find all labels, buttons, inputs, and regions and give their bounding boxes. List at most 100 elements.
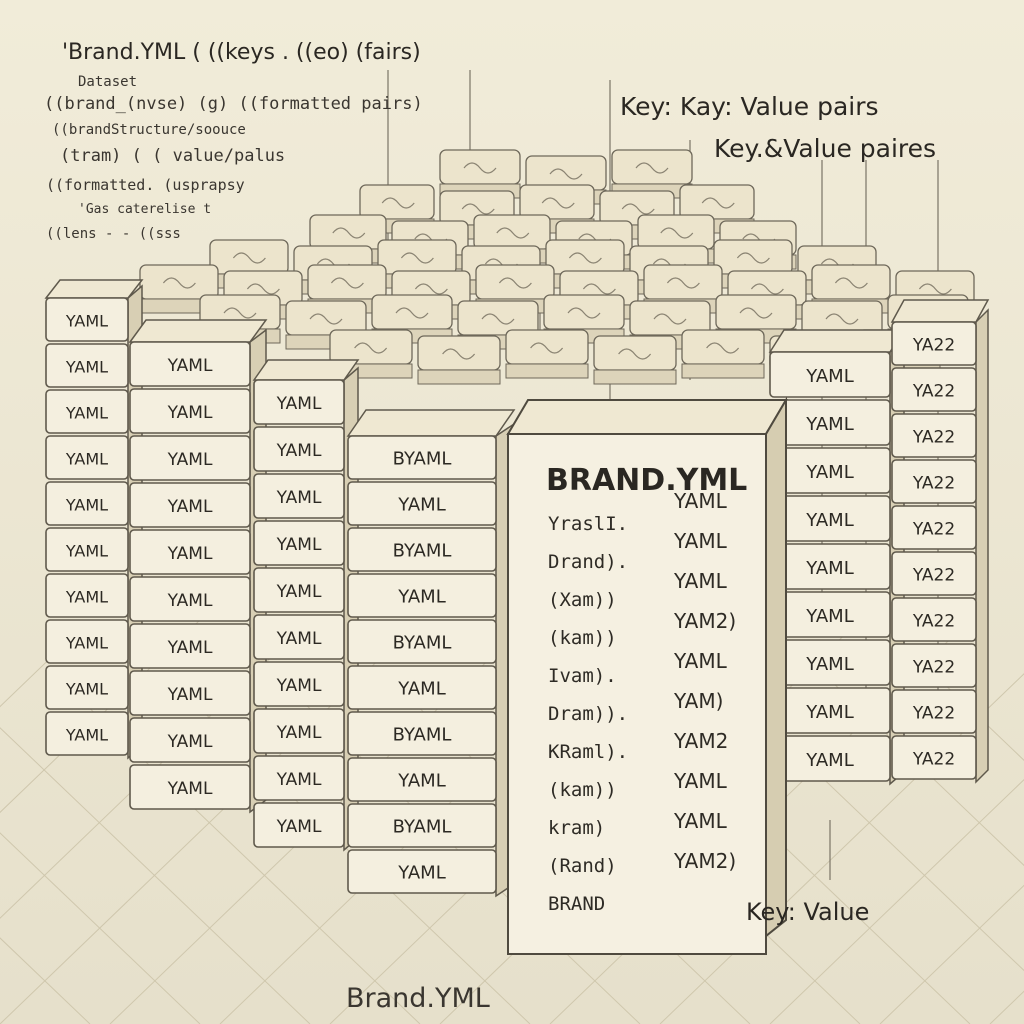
callout-key-value-pairs: Key: Kay: Value pairs <box>620 92 879 121</box>
block-label: YAML <box>167 544 213 564</box>
yaml-block <box>347 435 497 480</box>
yaml-block <box>891 689 977 734</box>
block-label: YAML <box>805 462 853 483</box>
yaml-block <box>347 849 497 894</box>
yaml-block <box>45 527 129 572</box>
yaml-block <box>347 803 497 848</box>
block-label: YA22 <box>912 382 955 402</box>
block-label: YA22 <box>912 336 955 356</box>
block-label: YAML <box>276 629 322 649</box>
brand-yml-front-block: BRAND.YMLYraslI.Drand).(Xam))(kam))Ivam)… <box>506 396 788 955</box>
yaml-block <box>45 297 129 342</box>
block-label: YAML <box>65 634 108 653</box>
block-label: YA22 <box>912 612 955 632</box>
block-label: YAML <box>65 450 108 469</box>
block-label: YAML <box>805 654 853 675</box>
front-left-entry: Ivam). <box>548 665 617 687</box>
background-block <box>139 264 219 314</box>
block-label: YAML <box>805 366 853 387</box>
callout-key-value-paires: Key.&Value paires <box>714 134 937 163</box>
yaml-block <box>891 505 977 550</box>
yaml-block <box>253 567 345 613</box>
yaml-block <box>129 764 251 810</box>
yaml-block <box>129 341 251 387</box>
yaml-block <box>347 573 497 618</box>
caption-brand-yml: Brand.YML <box>346 983 490 1014</box>
yaml-block <box>253 520 345 566</box>
front-left-entry: (Rand) <box>548 855 617 877</box>
block-label: YAML <box>276 723 322 743</box>
yaml-block <box>45 665 129 710</box>
front-left-entry: YraslI. <box>548 513 628 535</box>
yaml-block <box>347 757 497 802</box>
front-right-entry: YAML <box>673 529 728 553</box>
note-line: ((brand_(nvse) (g) ((formatted pairs) <box>44 94 423 114</box>
block-label: YAML <box>65 496 108 515</box>
block-label: YA22 <box>912 658 955 678</box>
background-block <box>593 335 677 385</box>
yaml-block <box>45 389 129 434</box>
block-label: YAML <box>65 680 108 699</box>
front-right-entry: YAM2 <box>673 729 728 753</box>
block-label: YAML <box>276 488 322 508</box>
front-right-entry: YAML <box>673 769 728 793</box>
block-stack: BYAMLYAMLBYAMLYAMLBYAMLYAMLBYAMLYAMLBYAM… <box>346 409 516 898</box>
yaml-block <box>253 614 345 660</box>
block-label: YAML <box>397 771 445 792</box>
block-label: YAML <box>397 495 445 516</box>
block-label: YAML <box>167 450 213 470</box>
front-right-entry: YAM2) <box>673 609 736 633</box>
yaml-block <box>45 573 129 618</box>
floor-line <box>769 778 1024 1024</box>
yaml-block <box>347 711 497 756</box>
yaml-block <box>129 529 251 575</box>
yaml-block <box>891 413 977 458</box>
yaml-block <box>347 527 497 572</box>
block-label: YAML <box>805 702 853 723</box>
block-label: YAML <box>805 510 853 531</box>
front-left-entry: (Xam)) <box>548 589 617 611</box>
block-label: BYAML <box>393 449 452 470</box>
yaml-block <box>253 426 345 472</box>
background-block <box>681 329 765 379</box>
yaml-block <box>129 388 251 434</box>
yaml-block <box>347 619 497 664</box>
block-label: YAML <box>65 726 108 745</box>
front-block-title: BRAND.YML <box>546 463 747 498</box>
front-left-entry: Dram)). <box>548 703 628 725</box>
front-right-entry: YAML <box>673 649 728 673</box>
yaml-block <box>45 711 129 756</box>
block-label: YAML <box>167 685 213 705</box>
block-label: YAML <box>167 497 213 517</box>
yaml-block <box>45 619 129 664</box>
floor-line <box>879 884 1024 1024</box>
yaml-block <box>253 755 345 801</box>
block-label: YAML <box>167 356 213 376</box>
yaml-block <box>253 379 345 425</box>
yaml-block <box>891 597 977 642</box>
yaml-block <box>891 643 977 688</box>
note-line: ((brandStructure/soouce <box>52 122 246 138</box>
yaml-block <box>891 551 977 596</box>
block-label: YAML <box>65 588 108 607</box>
front-left-entry: (kam)) <box>548 779 617 801</box>
floor-line <box>659 673 1024 1024</box>
header-title: 'Brand.YML ( ((keys . ((eo) (fairs) <box>62 40 421 65</box>
block-label: YAML <box>167 638 213 658</box>
block-label: YAML <box>397 587 445 608</box>
front-left-entry: (kam)) <box>548 627 617 649</box>
background-block <box>329 329 413 379</box>
block-label: YAML <box>167 591 213 611</box>
floor-line <box>0 937 91 1024</box>
block-label: YAML <box>276 441 322 461</box>
background-block <box>417 335 501 385</box>
background-block <box>505 329 589 379</box>
yaml-block <box>253 473 345 519</box>
front-left-entry: BRAND <box>548 893 605 915</box>
block-label: YAML <box>805 414 853 435</box>
note-line: Dataset <box>78 74 138 90</box>
